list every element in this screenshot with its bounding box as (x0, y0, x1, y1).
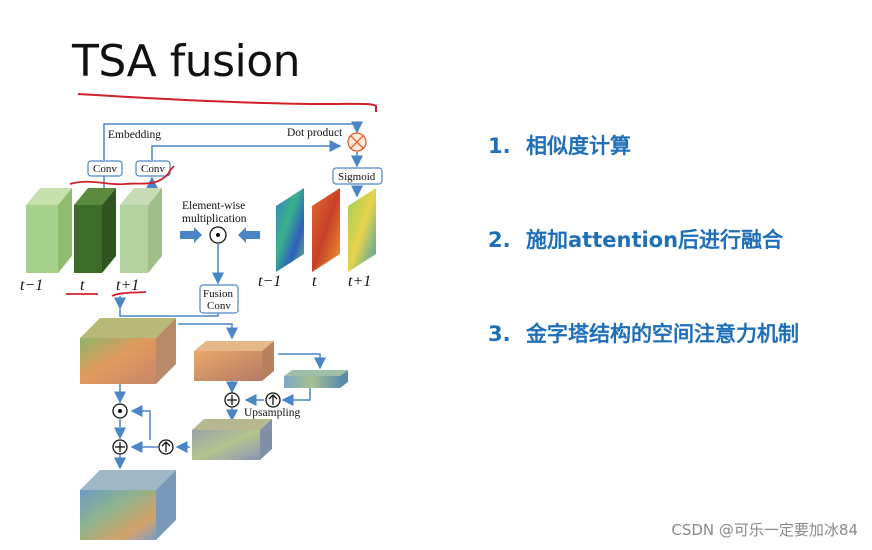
fusion-to-pyramid-arrow (119, 309, 219, 317)
conv-label-left: Conv (93, 163, 117, 175)
sigmoid-box: Sigmoid (332, 167, 383, 185)
point-1: 1. 相似度计算 (488, 130, 631, 160)
conv-box-right: Conv (135, 160, 171, 177)
upsample-icon-lower (158, 439, 174, 455)
elementwise-multiply-icon (209, 226, 227, 244)
pyramid-feature-fused (192, 419, 272, 460)
add-icon-lower (112, 439, 128, 455)
attention-map-t-minus-1 (276, 188, 304, 272)
map-label-t: t (312, 273, 317, 290)
conv-annotation (69, 165, 175, 186)
watermark: CSDN @可乐一定要加冰84 (671, 521, 858, 539)
frame-t-plus-1 (120, 188, 162, 273)
map-label-t-plus-1: t+1 (348, 273, 371, 290)
pyramid-feature-small (284, 370, 348, 388)
elementwise-label-2: multiplication (182, 213, 247, 225)
conv-label-right: Conv (141, 163, 165, 175)
pyramid-feature-medium (194, 341, 274, 381)
frame-t-plus-1-underline-annotation (111, 291, 147, 297)
point-3: 3. 金字塔结构的空间注意力机制 (488, 318, 799, 348)
attention-map-t-plus-1 (348, 188, 376, 272)
embedding-label: Embedding (108, 129, 161, 141)
point-1-text: 相似度计算 (526, 134, 631, 158)
pyramid-feature-large (80, 318, 176, 384)
add-icon-upper (224, 392, 240, 408)
tsa-fusion-diagram: Embedding Dot product Conv Conv Sigmoid … (20, 93, 383, 540)
frame-label-t: t (80, 277, 85, 294)
frame-label-t-minus-1: t−1 (20, 277, 43, 294)
point-2-text: 施加attention后进行融合 (526, 228, 784, 252)
elementwise-label-1: Element-wise (182, 200, 245, 212)
frame-t-minus-1 (26, 188, 72, 273)
point-3-text: 金字塔结构的空间注意力机制 (526, 322, 799, 346)
dot-product-label: Dot product (287, 127, 343, 139)
frame-label-t-plus-1: t+1 (116, 277, 139, 294)
fusion-label-1: Fusion (203, 288, 233, 300)
title-underline-annotation (77, 93, 377, 112)
frame-t (74, 188, 116, 273)
point-2: 2. 施加attention后进行融合 (488, 224, 783, 254)
upsample-icon-upper (265, 392, 281, 408)
map-label-t-minus-1: t−1 (258, 273, 281, 290)
fusion-conv-box: Fusion Conv (199, 284, 239, 314)
pyramid-output-feature (80, 470, 176, 540)
point-1-number: 1. (488, 134, 511, 158)
dot-product-icon (347, 132, 367, 152)
slide-title: TSA fusion (72, 36, 301, 87)
conv-box-left: Conv (87, 160, 123, 177)
elementwise-arrows (180, 227, 260, 243)
point-3-number: 3. (488, 322, 511, 346)
point-2-number: 2. (488, 228, 511, 252)
pyramid-down-arrow-2 (278, 353, 326, 370)
multiply-icon-lower (112, 403, 128, 419)
pyramid-down-arrow-1 (178, 323, 238, 340)
upsampling-label: Upsampling (244, 407, 300, 419)
sigmoid-label: Sigmoid (338, 171, 376, 183)
attention-map-t (312, 188, 340, 272)
fusion-label-2: Conv (207, 300, 231, 312)
